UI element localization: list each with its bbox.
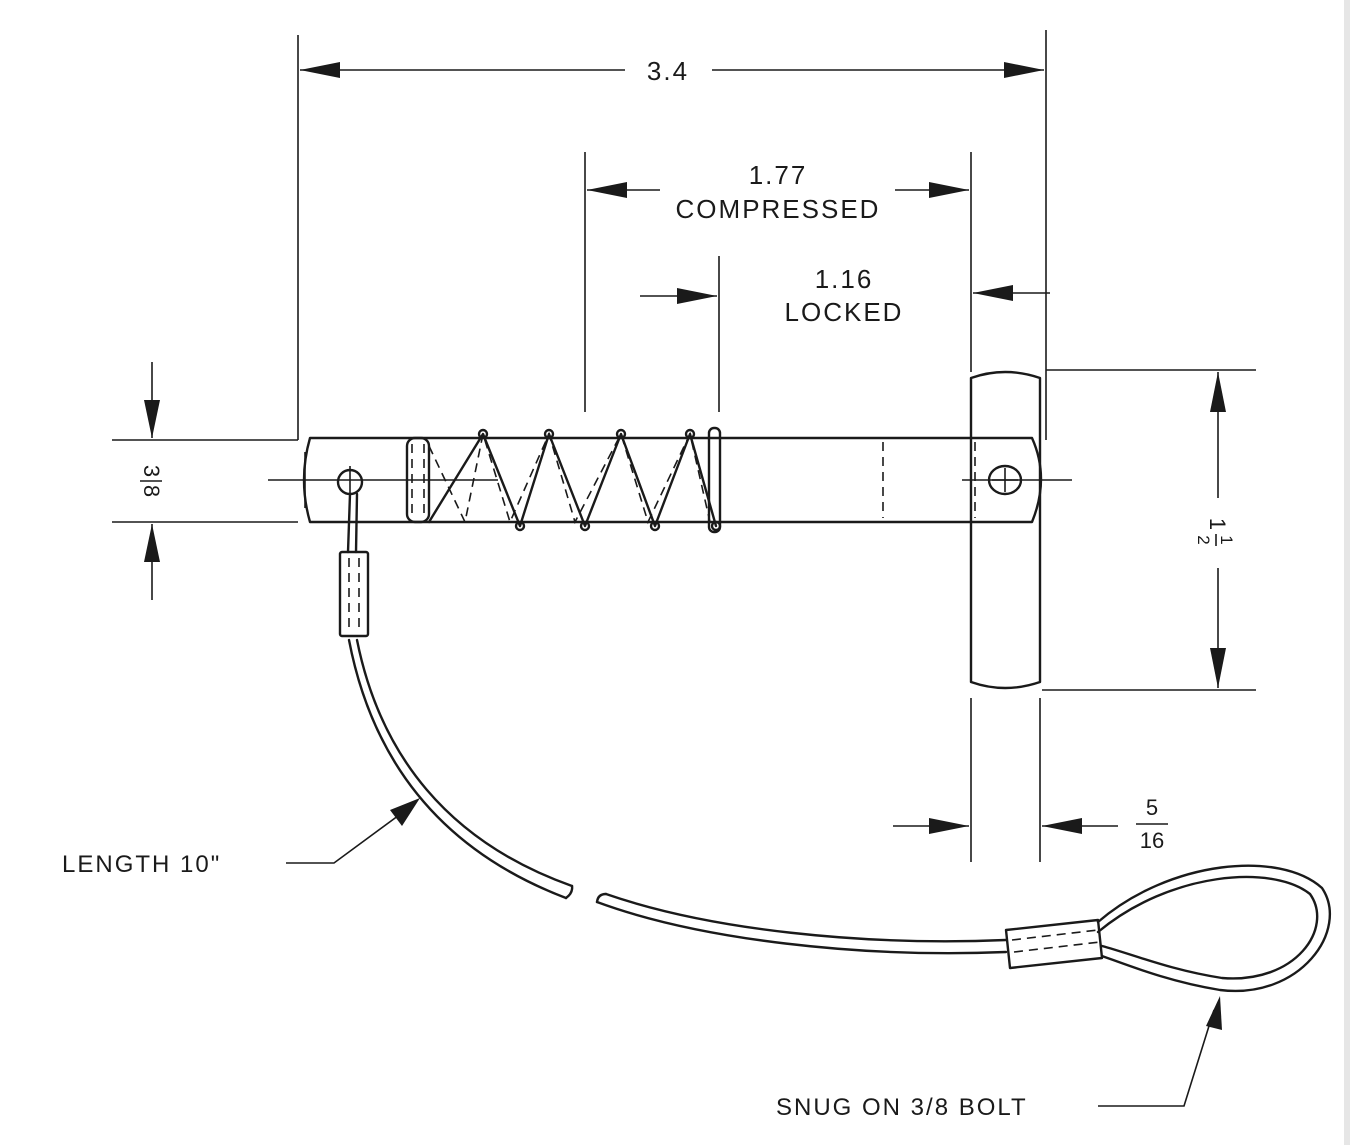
- handle-hole: [987, 464, 1023, 496]
- loop-fit-callout: SNUG ON 3/8 BOLT: [776, 996, 1222, 1121]
- compressed-note-label: COMPRESSED: [676, 194, 881, 224]
- compressed-value-label: 1.77: [749, 160, 808, 190]
- handle-height-numerator: 1: [1217, 535, 1236, 544]
- cable-length-label: LENGTH 10": [62, 851, 221, 878]
- handle-thickness-numerator: 5: [1146, 795, 1158, 820]
- handle-height-denominator: 2: [1194, 535, 1213, 544]
- handle-height-whole: 1: [1205, 518, 1230, 530]
- pin-diameter-numerator: 3: [139, 465, 164, 477]
- handle-height-dimension: 1 1 2: [1042, 369, 1256, 691]
- locked-dimension: 1.16 LOCKED: [640, 256, 1050, 412]
- handle-thickness-dimension: 5 16: [893, 698, 1168, 862]
- locked-note-label: LOCKED: [785, 297, 904, 327]
- page-edge-shade: [1344, 0, 1350, 1145]
- loop-crimp-sleeve: [1004, 918, 1104, 970]
- pin-diameter-denominator: 8: [139, 485, 164, 497]
- lanyard-cable: [338, 492, 1332, 993]
- pin-body: [268, 436, 1072, 524]
- pin-diameter-dimension: 3 8: [112, 362, 298, 600]
- locked-value-label: 1.16: [815, 264, 874, 294]
- handle-thickness-denominator: 16: [1140, 828, 1164, 853]
- overall-length-label: 3.4: [647, 56, 689, 86]
- handle: [969, 370, 1042, 690]
- spring: [405, 426, 722, 534]
- cable-loop: [1096, 864, 1332, 993]
- compressed-dimension: 1.77 COMPRESSED: [584, 152, 972, 412]
- cable-ferrule: [338, 550, 370, 638]
- cable-length-callout: LENGTH 10": [62, 798, 420, 878]
- overall-length-dimension: 3.4: [297, 30, 1047, 440]
- loop-fit-label: SNUG ON 3/8 BOLT: [776, 1094, 1028, 1121]
